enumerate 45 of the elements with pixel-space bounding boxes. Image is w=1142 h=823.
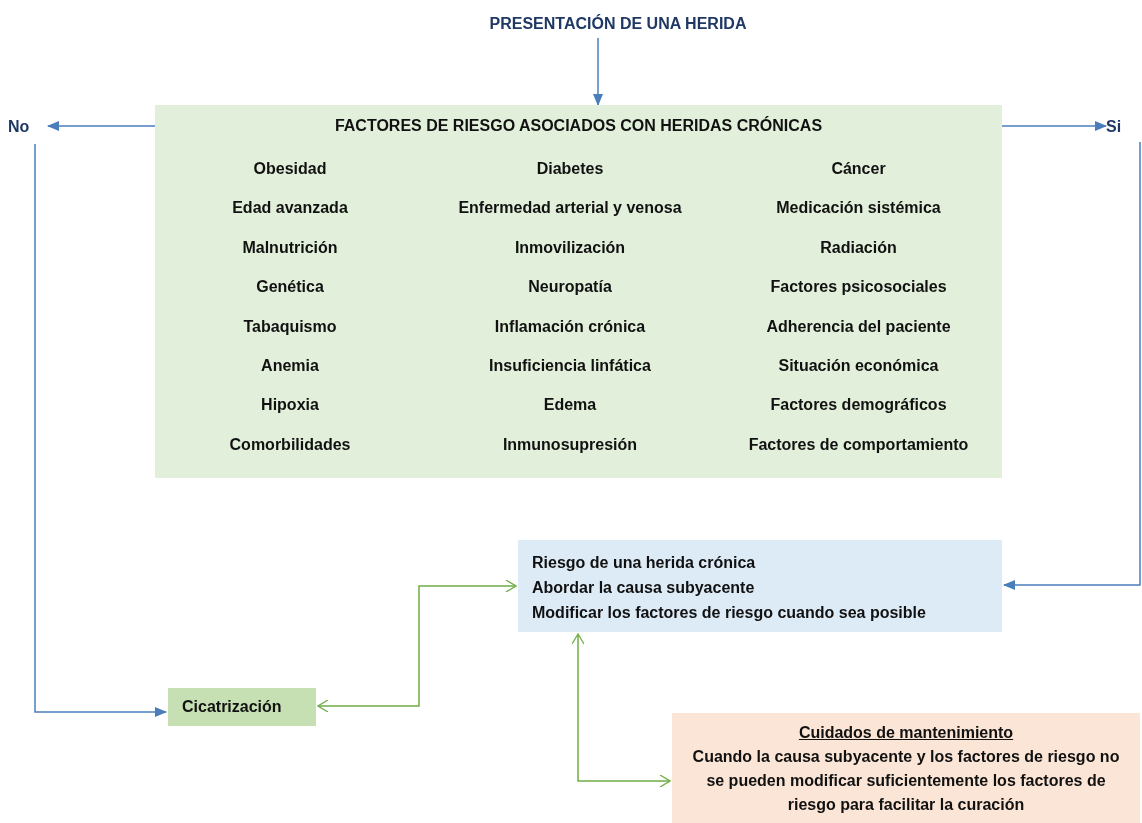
box-text: Cuando la causa subyacente y los factores de riesgo no se pueden modificar suficientemente los factores de riesgo para facilitar la curación	[691, 747, 1121, 815]
heading-text: PRESENTACIÓN DE UNA HERIDA	[488, 13, 748, 34]
box-heading: Cuidados de mantenimiento	[797, 723, 1015, 743]
risk-factor-text: Malnutrición	[242, 238, 338, 256]
risk-factor-text: Factores demográficos	[770, 396, 947, 414]
risk-factor-text: Enfermedad arterial y venosa	[458, 199, 682, 217]
process-box	[518, 540, 1002, 632]
answer-text: Si	[1106, 117, 1123, 137]
risk-factor-text: Edema	[543, 396, 597, 414]
arrow	[1001, 121, 1107, 131]
risk-factor-text: Comorbilidades	[229, 435, 351, 453]
risk-factor-text: Inmovilización	[514, 238, 626, 256]
risk-factor-text: Factores de comportamiento	[748, 435, 969, 453]
risk-factor-text: Edad avanzada	[232, 199, 348, 217]
box-text: Riesgo de una herida crónica	[532, 553, 756, 573]
risk-factor-text: Factores psicosociales	[770, 278, 947, 296]
risk-factor-text: Radiación	[820, 238, 897, 256]
risk-factor-text: Situación económica	[778, 356, 939, 374]
risk-factor-text: Cáncer	[831, 160, 886, 177]
risk-factor-text: Genética	[256, 278, 324, 296]
box-text: Abordar la causa subyacente	[532, 578, 755, 598]
risk-factor-text: Adherencia del paciente	[766, 317, 951, 335]
risk-factor-text: Insuficiencia linfática	[489, 356, 651, 374]
risk-factor-text: Obesidad	[253, 160, 327, 177]
box-text: Modificar los factores de riesgo cuando sea posible	[532, 603, 926, 623]
process-box	[672, 713, 1140, 823]
box-heading: FACTORES DE RIESGO ASOCIADOS CON HERIDAS CRÓNICAS	[334, 117, 823, 134]
risk-factor-text: Medicación sistémica	[776, 199, 941, 217]
risk-factor-text: Neuropatía	[528, 278, 612, 296]
answer-text: No	[8, 117, 31, 137]
risk-factor-text: Anemia	[261, 356, 319, 374]
arrow	[317, 579, 517, 713]
risk-factor-text: Inflamación crónica	[494, 317, 646, 335]
process-box	[168, 688, 316, 726]
risk-factor-text: Inmunosupresión	[502, 435, 638, 453]
risk-factor-text: Hipoxia	[261, 396, 319, 414]
risk-factors-box	[155, 105, 1002, 478]
box-text: Cicatrización	[182, 697, 283, 717]
arrow	[34, 143, 167, 717]
arrow	[593, 37, 603, 106]
arrow	[47, 121, 156, 131]
risk-factor-text: Tabaquismo	[243, 317, 337, 335]
arrow	[571, 633, 671, 788]
risk-factor-text: Diabetes	[536, 160, 604, 177]
arrow	[1003, 141, 1141, 590]
